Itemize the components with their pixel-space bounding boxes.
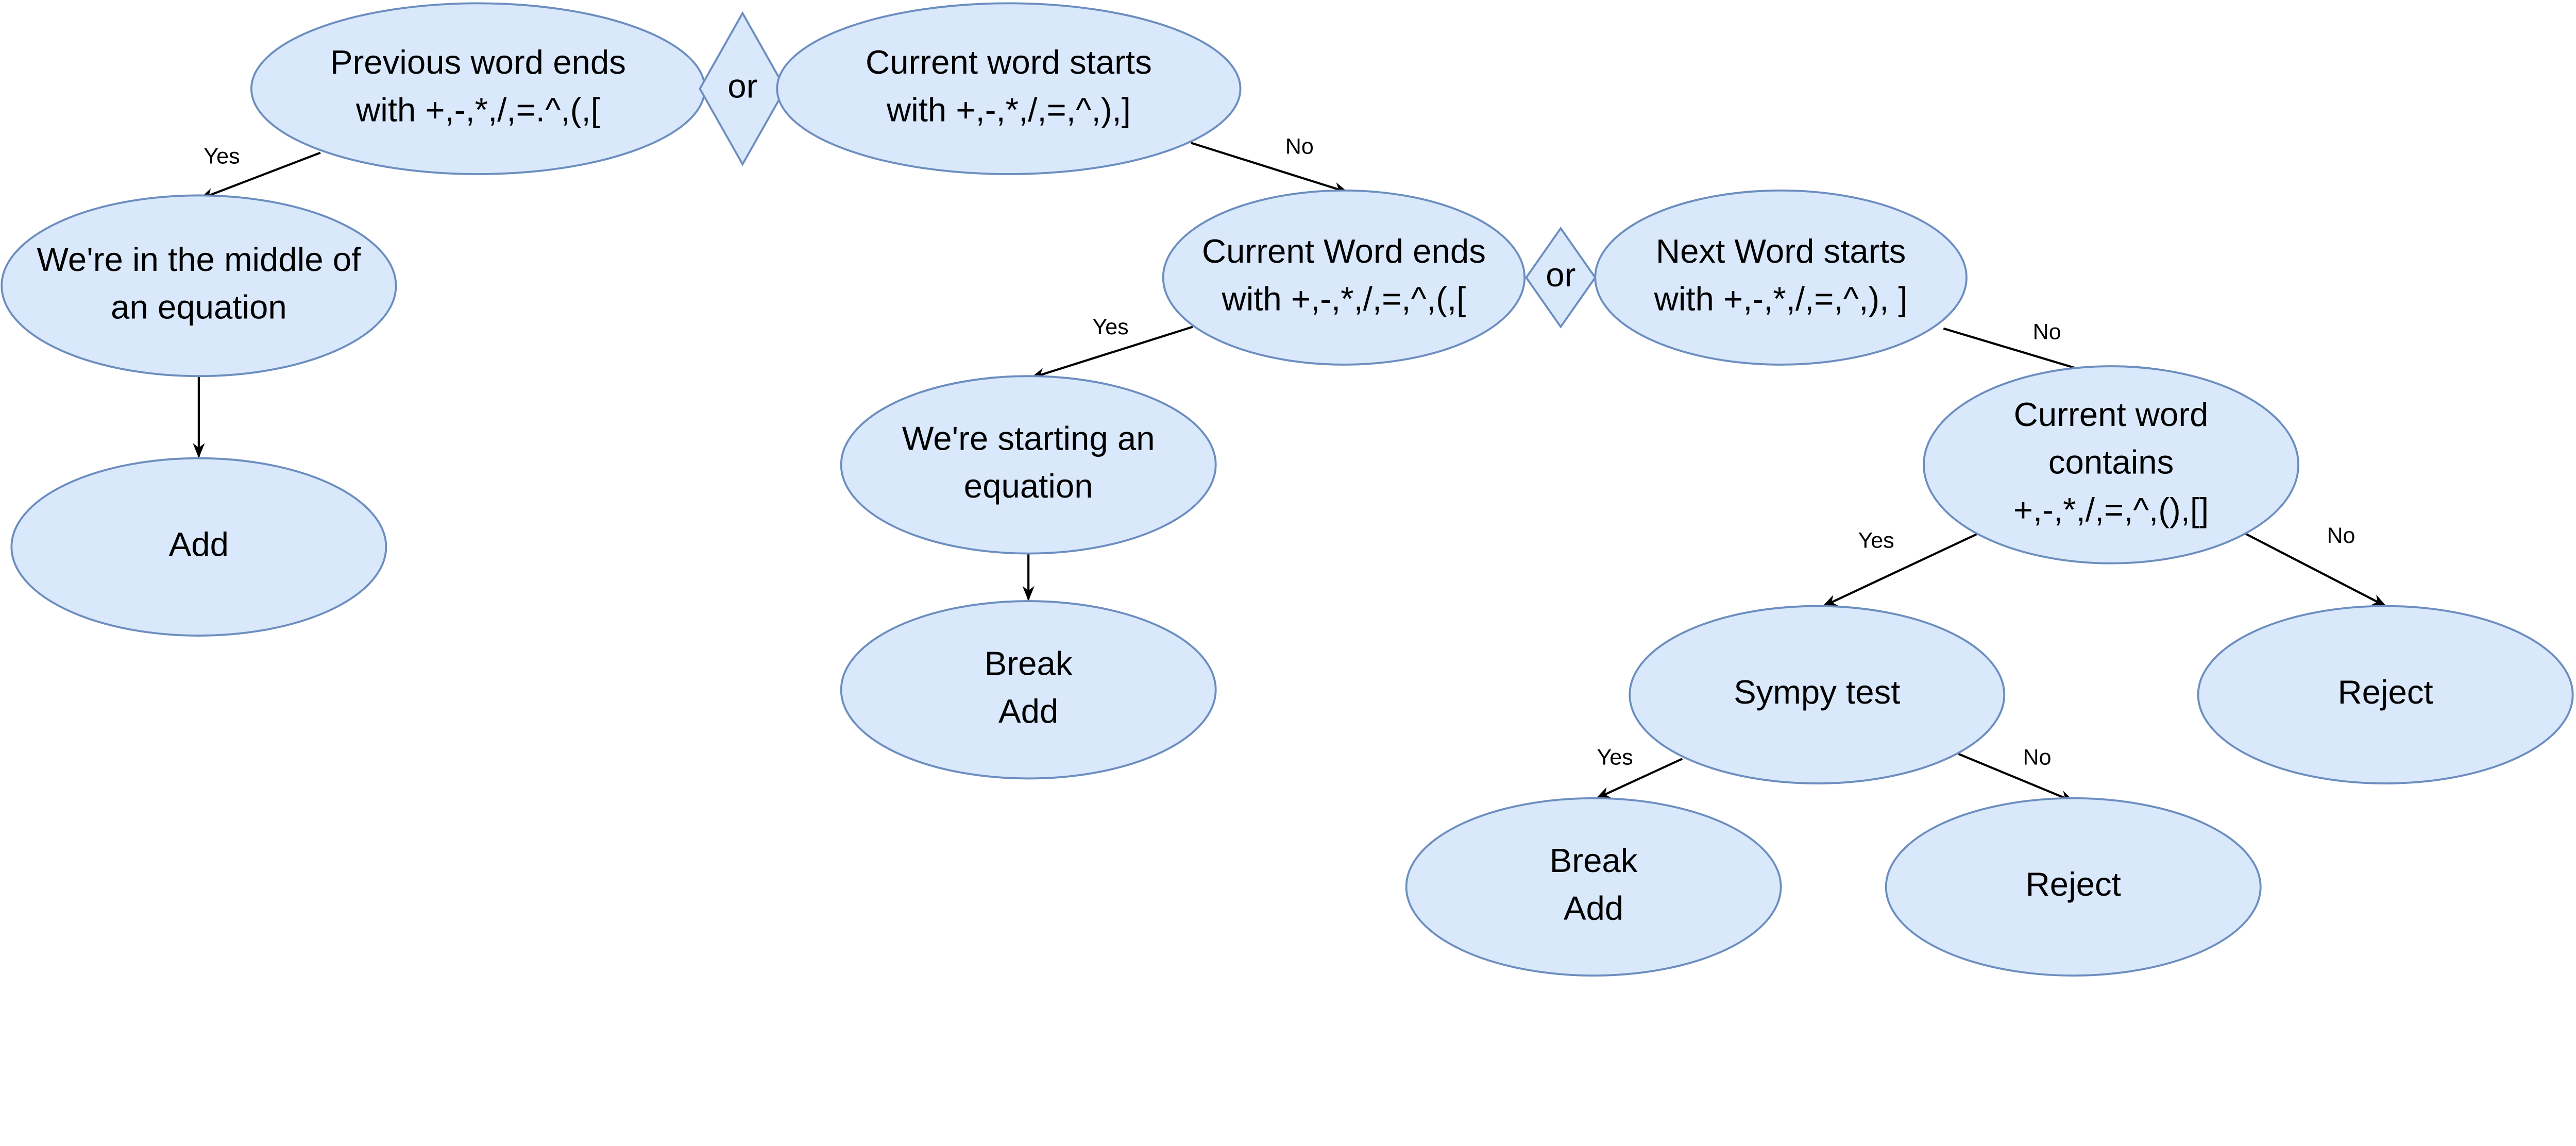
- node-add: Add: [10, 457, 387, 637]
- edge-current-word-ends-to-starting-equation: [1030, 326, 1193, 380]
- node-starting-equation: We're starting an equation: [840, 375, 1217, 555]
- node-label: Current word: [2014, 396, 2209, 433]
- node-label: +,-,*,/,=,^,(),[]: [2013, 491, 2209, 528]
- node-label: with +,-,*,/,=,^,(,[: [1222, 280, 1466, 317]
- ellipse-shape: [1594, 189, 1968, 366]
- edge-current-word-contains-to-sympy-test: [1822, 529, 1985, 607]
- node-prev-word-ends: Previous word ends with +,-,*,/,=.^,(,[: [250, 2, 706, 175]
- ellipse-shape: [250, 2, 706, 175]
- node-label: Next Word starts: [1656, 232, 1906, 270]
- node-label: with +,-,*,/,=,^,), ]: [1654, 280, 1908, 317]
- node-label: Break: [985, 644, 1073, 682]
- node-or-2: or: [1525, 226, 1597, 329]
- ellipse-shape: [1, 194, 397, 378]
- node-current-word-contains: Current word contains +,-,*,/,=,^,(),[]: [1923, 365, 2299, 565]
- diamond-shape: [699, 11, 787, 166]
- node-label: equation: [964, 467, 1093, 505]
- ellipse-shape: [1923, 365, 2299, 565]
- node-next-word-starts: Next Word starts with +,-,*,/,=,^,), ]: [1594, 189, 1968, 366]
- node-reject-1: Reject: [2197, 605, 2574, 784]
- node-or-1: or: [699, 11, 787, 166]
- edge-label: Yes: [1093, 315, 1129, 339]
- node-label: We're in the middle of: [37, 241, 361, 278]
- ellipse-shape: [776, 2, 1242, 175]
- edge-label: Yes: [204, 144, 240, 168]
- ellipse-shape: [1405, 797, 1782, 977]
- node-current-word-starts: Current word starts with +,-,*,/,=,^,),]: [776, 2, 1242, 175]
- edge-label: Yes: [1597, 745, 1633, 770]
- ellipse-shape: [840, 600, 1217, 780]
- ellipse-shape: [1885, 797, 2262, 977]
- node-label: with +,-,*,/,=,^,),]: [886, 91, 1131, 129]
- edge-prev-word-ends-to-middle-of-equation: [199, 151, 321, 200]
- node-reject-2: Reject: [1885, 797, 2262, 977]
- edge-label: No: [2327, 523, 2355, 548]
- ellipse-shape: [10, 457, 387, 637]
- node-label: Current word starts: [866, 43, 1152, 81]
- ellipse-shape: [2197, 605, 2574, 784]
- node-label: Sympy test: [1734, 673, 1900, 711]
- node-label: Add: [169, 525, 229, 563]
- edge-label: No: [2033, 320, 2061, 345]
- node-sympy-test: Sympy test: [1629, 605, 2006, 784]
- node-label: or: [1546, 256, 1575, 294]
- edge-current-word-starts-to-current-word-ends: [1191, 142, 1349, 194]
- node-label: Add: [1564, 889, 1623, 927]
- node-label: We're starting an: [902, 419, 1155, 457]
- nodes: Previous word ends with +,-,*,/,=.^,(,[ or…: [1, 2, 2574, 977]
- diamond-shape: [1525, 226, 1597, 329]
- ellipse-shape: [1162, 189, 1526, 366]
- edge-current-word-contains-to-reject-1: [2239, 529, 2387, 607]
- ellipse-shape: [1629, 605, 2006, 784]
- node-label: contains: [2048, 443, 2174, 481]
- ellipse-shape: [840, 375, 1217, 555]
- node-label: Previous word ends: [330, 43, 626, 81]
- node-label: with +,-,*,/,=.^,(,[: [355, 91, 600, 129]
- edge-label: No: [2023, 745, 2052, 770]
- node-label: Current Word ends: [1202, 232, 1486, 270]
- edge-sympy-test-to-reject-2: [1958, 752, 2075, 803]
- node-label: Break: [1550, 842, 1638, 879]
- node-label: Reject: [2337, 673, 2433, 711]
- edge-label: No: [1285, 134, 1314, 159]
- node-label: an equation: [111, 288, 287, 326]
- edge-label: Yes: [1858, 528, 1894, 553]
- node-current-word-ends: Current Word ends with +,-,*,/,=,^,(,[: [1162, 189, 1526, 366]
- edge-sympy-test-to-break-add-2: [1595, 758, 1683, 799]
- node-label: Add: [998, 692, 1058, 730]
- node-label: Reject: [2026, 865, 2121, 903]
- node-label: or: [727, 67, 757, 105]
- node-middle-of-equation: We're in the middle of an equation: [1, 194, 397, 378]
